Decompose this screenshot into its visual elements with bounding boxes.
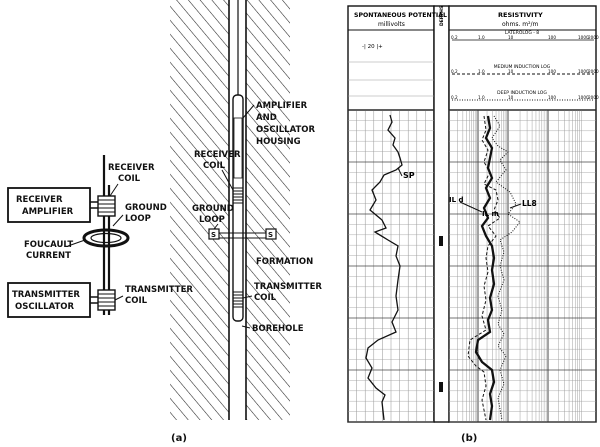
borehole-transmitter-coil-label: TRANSMITTER COIL — [254, 282, 325, 303]
deep-induction-curve — [474, 115, 496, 421]
scale-tick-label: 0.2 — [451, 69, 458, 74]
sp-scale-note: -| 20 |+ — [362, 44, 383, 50]
curve-name-label: DEEP INDUCTION LOG — [497, 90, 547, 96]
borehole-diagram: S S AMPLIFIER AND OSCILLATOR HOUSING REC… — [170, 0, 325, 420]
scale-tick-label: 1.0 — [478, 35, 485, 40]
receiver-coil-label: RECEIVER COIL — [108, 163, 157, 184]
transmitter-oscillator-label: TRANSMITTER OSCILLATOR — [12, 290, 83, 312]
resistivity-title: RESISTIVITY — [498, 11, 543, 19]
scale-tick-label: 2000 — [588, 69, 599, 74]
sp-curve-label: SP — [403, 171, 415, 180]
well-log-chart: SPONTANEOUS POTENTIAL millivolts -| 20 |… — [347, 5, 599, 423]
curve-name-label: MEDIUM INDUCTION LOG — [494, 64, 551, 70]
scale-tick-label: 1.0 — [478, 69, 485, 74]
sp-track-unit: millivolts — [378, 21, 405, 28]
curve-name-label: LATEROLOG - 8 — [505, 30, 539, 36]
il-deep-label: IL d — [449, 196, 464, 204]
scale-tick-label: 1000 — [578, 69, 589, 74]
scale-tick-label: 100 — [548, 69, 556, 74]
amplifier-housing-label: AMPLIFIER AND OSCILLATOR HOUSING — [256, 101, 318, 147]
scale-tick-label: 1.0 — [478, 95, 485, 100]
scale-tick-label: 2000 — [588, 35, 599, 40]
sp-grid — [348, 109, 434, 423]
sp-track-title: SPONTANEOUS POTENTIAL — [354, 12, 447, 19]
laterolog-8-curve — [491, 115, 521, 421]
borehole-receiver-coil-label: RECEIVER COIL — [194, 150, 243, 171]
scale-tick-label: 2000 — [588, 95, 599, 100]
resistivity-grid — [448, 109, 596, 423]
svg-text:S: S — [268, 231, 273, 239]
caption-b: (b) — [461, 433, 477, 444]
resistivity-unit: ohms. m²/m — [502, 21, 539, 28]
svg-text:S: S — [211, 231, 216, 239]
il-medium-label: IL m — [482, 210, 499, 218]
foucault-current-ring — [82, 228, 130, 248]
sonde-tool — [232, 94, 244, 322]
ll8-label: LL8 — [522, 199, 537, 208]
depths-title: DEPTHS — [439, 6, 445, 26]
scale-tick-label: 0.2 — [451, 95, 458, 100]
depth-marks — [439, 236, 443, 392]
receiver-coil-winding — [97, 195, 116, 217]
transmitter-coil-label: TRANSMITTER COIL — [125, 285, 196, 306]
scale-tick-label: 10 — [508, 69, 514, 74]
induction-schematic: RECEIVER AMPLIFIER RECEIVER COIL GROUND … — [7, 155, 196, 318]
depth-mark — [439, 236, 443, 246]
borehole-label: BOREHOLE — [252, 324, 304, 334]
scale-tick-label: 100 — [548, 95, 556, 100]
foucault-current-label: FOUCAULT CURRENT — [24, 240, 76, 261]
scale-tick-label: 10 — [508, 35, 514, 40]
borehole-ground-loop-label: GROUND LOOP — [192, 204, 237, 225]
scale-tick-label: 10 — [508, 95, 514, 100]
caption-a: (a) — [171, 433, 187, 444]
scale-tick-label: 1000 — [578, 35, 589, 40]
scale-tick-label: 1000 — [578, 95, 589, 100]
receiver-amplifier-label: RECEIVER AMPLIFIER — [16, 195, 74, 217]
ground-loop-label: GROUND LOOP — [125, 203, 170, 224]
sp-curve — [365, 114, 403, 421]
receiver-amplifier-box — [7, 187, 91, 223]
depth-mark — [439, 382, 443, 392]
formation-label: FORMATION — [256, 257, 313, 267]
scale-tick-label: 100 — [548, 35, 556, 40]
transmitter-oscillator-box — [7, 282, 91, 318]
scale-tick-label: 0.2 — [451, 35, 458, 40]
transmitter-coil-winding — [97, 289, 116, 311]
